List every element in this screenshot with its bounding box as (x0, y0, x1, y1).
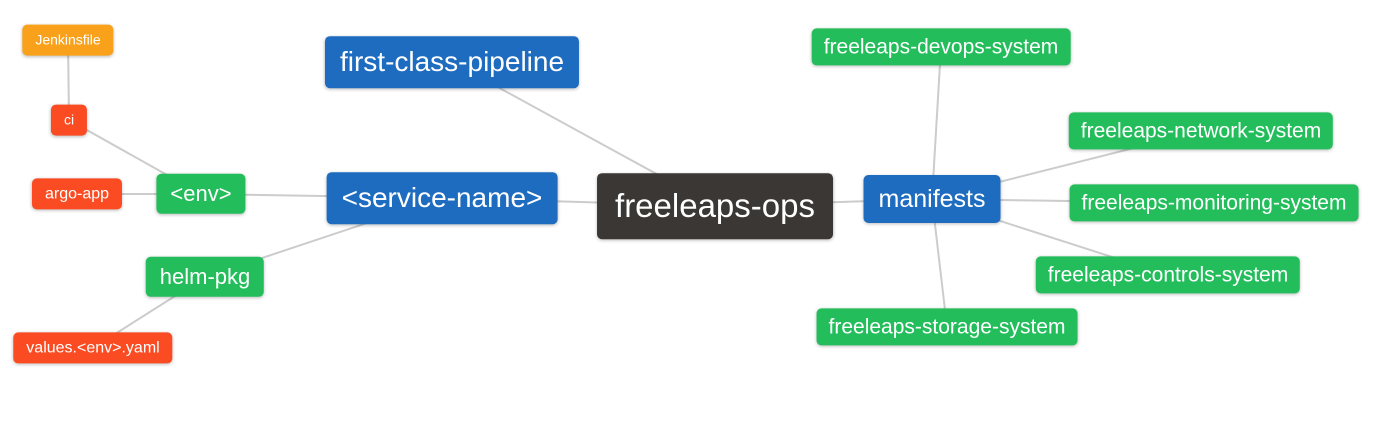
node-first-class-pipeline[interactable]: first-class-pipeline (324, 36, 580, 88)
node-freeleaps-ops[interactable]: freeleaps-ops (597, 173, 833, 239)
node-freeleaps-devops-system[interactable]: freeleaps-devops-system (811, 28, 1071, 66)
node-ci[interactable]: ci (50, 104, 88, 136)
node-freeleaps-monitoring-system[interactable]: freeleaps-monitoring-system (1069, 184, 1359, 222)
node-values-env-yaml[interactable]: values.<env>.yaml (13, 332, 173, 364)
edge-manifests--freeleaps-devops-system (931, 46, 942, 200)
node-service-name[interactable]: <service-name> (326, 172, 558, 224)
node-freeleaps-network-system[interactable]: freeleaps-network-system (1068, 112, 1334, 150)
node-argo-app[interactable]: argo-app (31, 178, 123, 210)
node-freeleaps-controls-system[interactable]: freeleaps-controls-system (1035, 256, 1301, 294)
node-freeleaps-storage-system[interactable]: freeleaps-storage-system (816, 308, 1078, 346)
node-jenkinsfile[interactable]: Jenkinsfile (22, 24, 114, 56)
node-env[interactable]: <env> (156, 173, 246, 215)
node-manifests[interactable]: manifests (863, 175, 1001, 223)
node-helm-pkg[interactable]: helm-pkg (145, 256, 265, 298)
